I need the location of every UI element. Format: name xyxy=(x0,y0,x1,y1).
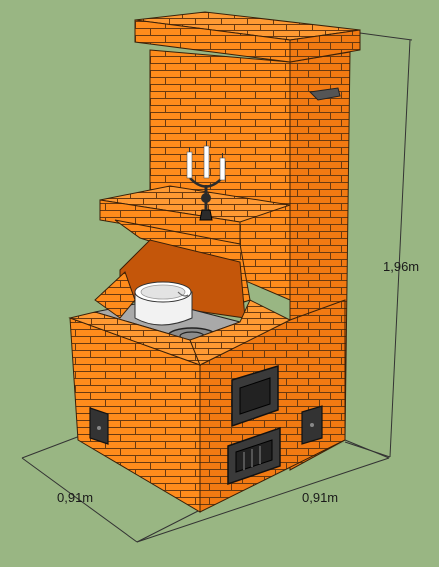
height-dimension-label: 1,96m xyxy=(383,259,420,274)
depth-dimension-label: 0,91m xyxy=(57,490,94,505)
fire-door xyxy=(231,364,279,428)
dimension-lines xyxy=(21,32,413,543)
cooking-pot xyxy=(134,281,193,326)
shelf xyxy=(99,185,291,306)
ash-door xyxy=(227,426,281,486)
candelabra xyxy=(186,141,226,221)
damper-handle xyxy=(308,87,341,101)
width-dimension-label: 0,91m xyxy=(302,490,339,505)
side-cleanout-door xyxy=(89,405,323,445)
